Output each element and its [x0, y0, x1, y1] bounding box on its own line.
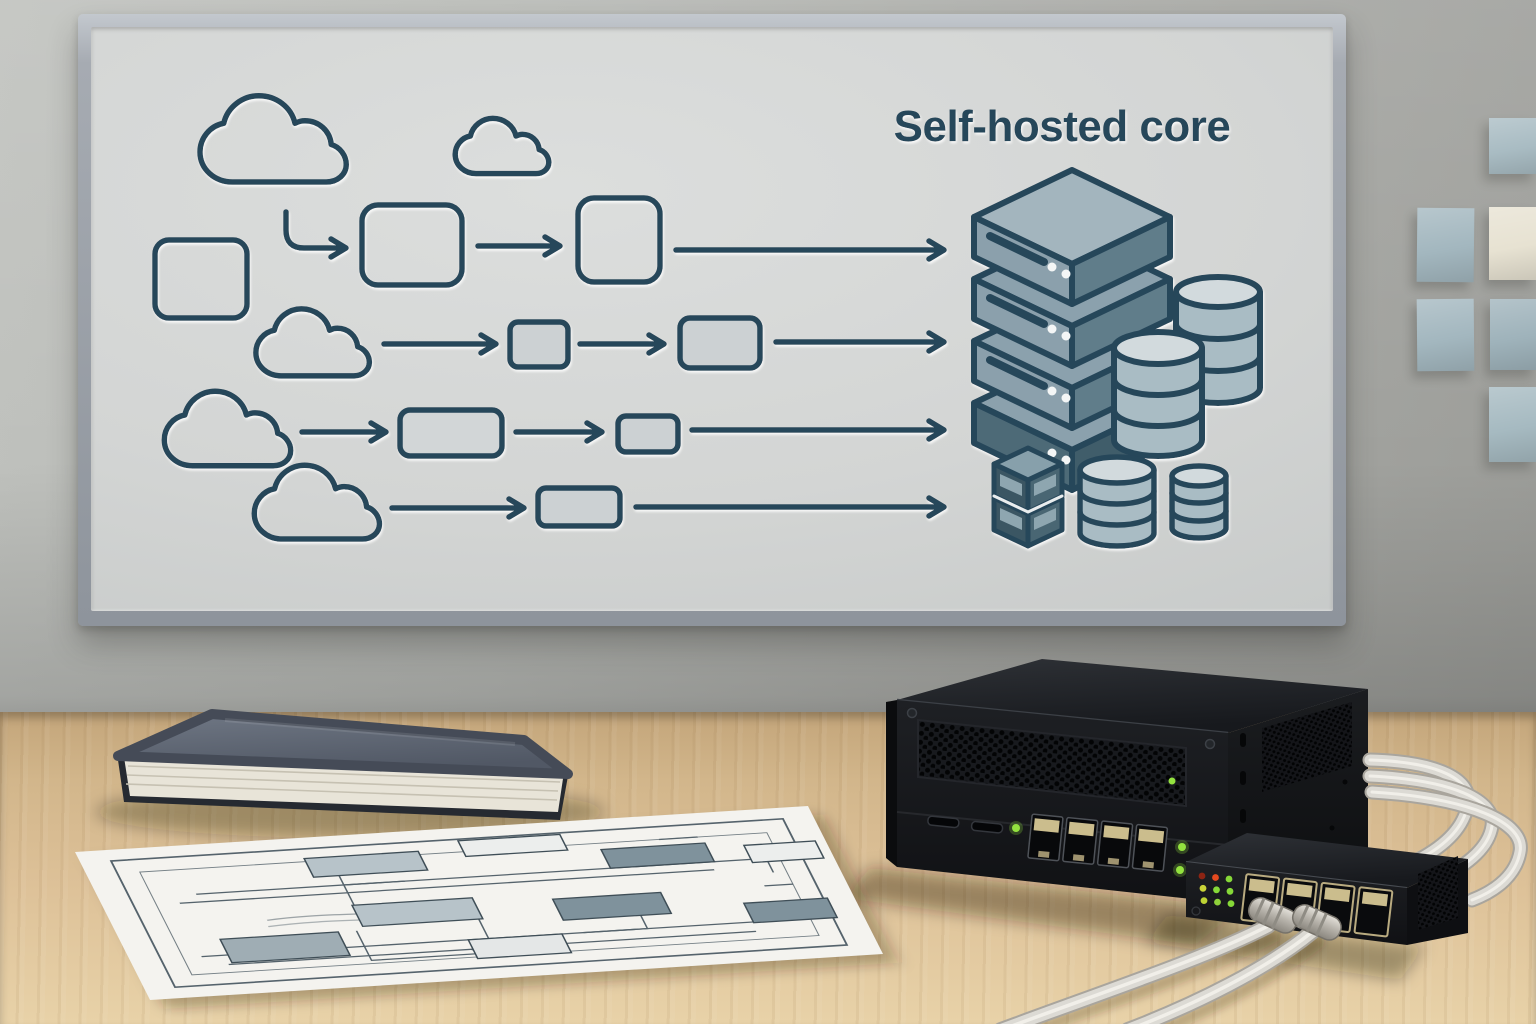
paper-box — [551, 891, 673, 921]
flow-box — [535, 485, 623, 529]
database-icon — [1077, 454, 1157, 549]
whiteboard-diagram: Self-hosted core — [152, 96, 1263, 549]
sticky-note — [1489, 118, 1536, 174]
screw — [1204, 738, 1216, 750]
flow-arrow — [381, 332, 499, 356]
led-indicator — [1199, 884, 1207, 892]
switch-led-grid — [1198, 872, 1235, 907]
notebook — [113, 709, 573, 820]
paper-box — [218, 931, 352, 964]
flow-arrow — [773, 330, 947, 354]
cloud-icon — [200, 96, 346, 182]
sticky-note — [1489, 207, 1536, 280]
usb-port — [927, 815, 960, 829]
side-vent — [1262, 702, 1352, 792]
paper-box — [599, 842, 716, 869]
flow-arrow — [283, 209, 349, 260]
mini-pc-top — [897, 659, 1368, 733]
flow-box — [152, 237, 250, 321]
server-unit — [971, 167, 1173, 307]
notebook-cover — [113, 709, 573, 779]
database-icon — [1111, 329, 1205, 459]
paper-box — [303, 850, 429, 878]
led-indicator — [1200, 897, 1208, 904]
sticky-note — [1489, 387, 1536, 462]
usb-port — [970, 820, 1004, 834]
screw — [1329, 825, 1335, 831]
led-indicator — [1226, 887, 1234, 895]
container-stack-icon — [991, 445, 1065, 549]
database-icon — [1169, 463, 1229, 541]
cloud-icon — [455, 118, 549, 173]
ethernet-cable — [995, 897, 1342, 1024]
cloud-icon — [256, 309, 369, 376]
ethernet-port — [1027, 813, 1064, 862]
ethernet-port — [1131, 823, 1169, 872]
whiteboard-title: Self-hosted core — [894, 102, 1231, 151]
led-indicator — [1212, 874, 1219, 881]
screw — [1342, 779, 1348, 785]
flow-arrow — [299, 420, 389, 444]
status-led — [1178, 843, 1186, 851]
flow-arrow — [673, 238, 947, 262]
status-led — [1012, 824, 1020, 832]
status-led — [1176, 866, 1184, 874]
flow-arrow — [513, 420, 605, 444]
led-indicator — [1225, 875, 1233, 883]
flow-box — [507, 319, 571, 370]
screw-slot — [1240, 809, 1246, 823]
flow-arrow — [689, 418, 947, 442]
flow-arrow — [389, 496, 527, 520]
screw — [906, 707, 918, 719]
screw-slot — [1240, 733, 1246, 747]
cloud-icon — [164, 391, 290, 466]
led-indicator — [1227, 900, 1235, 907]
led-indicator — [1214, 898, 1221, 906]
ethernet-port — [1062, 816, 1099, 865]
screw-slot — [1240, 771, 1246, 785]
flow-arrow — [475, 234, 563, 258]
paper-box — [350, 897, 484, 928]
paper-diagram — [75, 805, 898, 1009]
paper-box — [742, 897, 839, 924]
vent-grille — [917, 718, 1187, 808]
ethernet-ports — [1027, 813, 1169, 872]
flow-arrow — [633, 495, 947, 519]
flow-box — [615, 413, 681, 455]
ethernet-port — [1353, 886, 1394, 938]
sticky-note — [1490, 299, 1536, 370]
cloud-icon — [254, 465, 379, 539]
cable-boot — [1291, 904, 1342, 941]
flow-box — [397, 407, 505, 459]
led-indicator — [1213, 886, 1220, 894]
switch-top — [1186, 833, 1468, 888]
flow-arrow — [577, 332, 667, 356]
ethernet-port — [1096, 820, 1134, 869]
paper-box — [467, 933, 573, 960]
flow-box — [575, 195, 663, 285]
flow-box — [359, 202, 465, 288]
side-vent — [1418, 856, 1458, 930]
ethernet-cable — [1362, 752, 1528, 908]
paper-box — [456, 833, 569, 858]
led-indicator — [1198, 872, 1206, 880]
flow-box — [677, 315, 763, 371]
status-led — [1168, 777, 1176, 785]
screw — [1191, 906, 1201, 916]
paper-box — [742, 840, 825, 864]
